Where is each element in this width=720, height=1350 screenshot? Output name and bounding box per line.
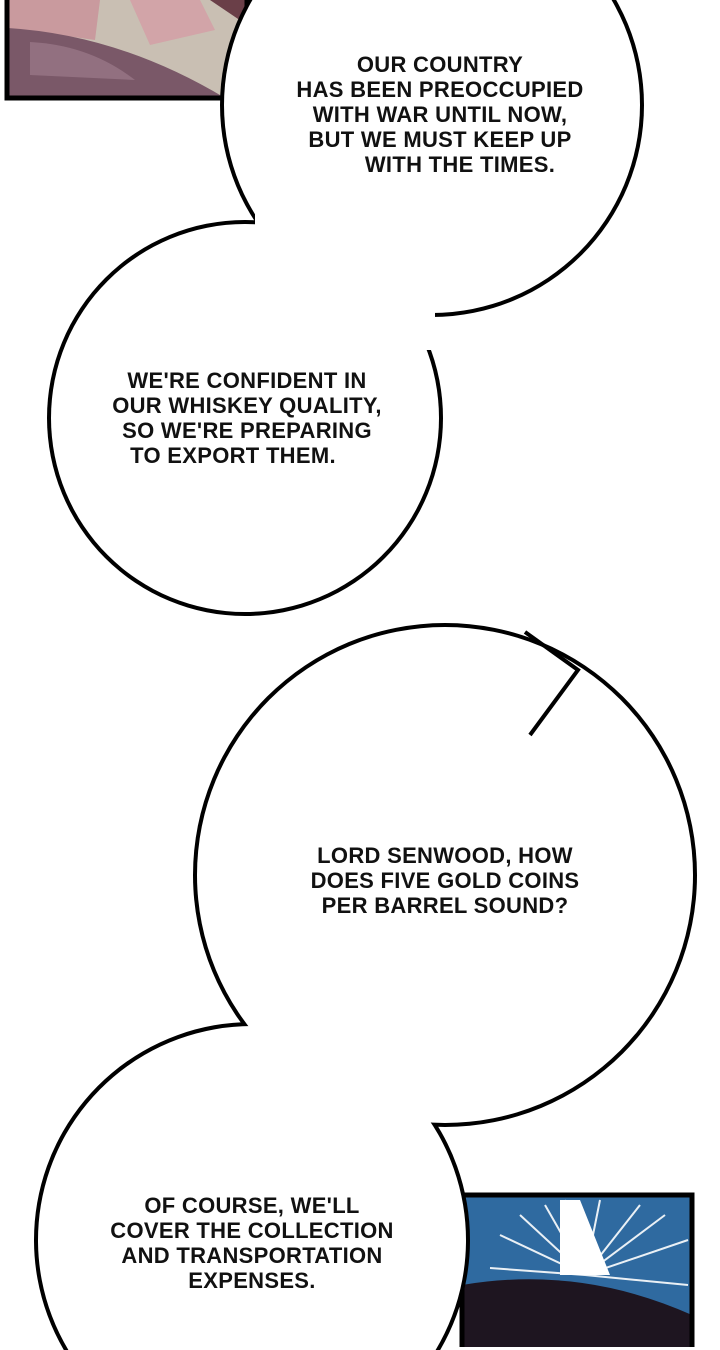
bottom-panel — [459, 1192, 695, 1347]
dialogue-line: LORD SENWOOD, HOW — [317, 843, 573, 868]
dialogue-line: PER BARREL SOUND? — [322, 893, 569, 918]
dialogue-line: AND TRANSPORTATION — [121, 1243, 382, 1268]
dialogue-line: COVER THE COLLECTION — [110, 1218, 393, 1243]
top-panel — [4, 0, 250, 101]
speech-bubbles — [34, 0, 697, 1350]
dialogue-line: OF COURSE, WE'LL — [144, 1193, 359, 1218]
dialogue-line: OUR COUNTRY — [357, 52, 523, 77]
bubble-1-text: OUR COUNTRY HAS BEEN PREOCCUPIED WITH WA… — [296, 52, 583, 177]
dialogue-line: WITH WAR UNTIL NOW, — [313, 102, 568, 127]
dialogue-line: WITH THE TIMES. — [365, 152, 555, 177]
dialogue-line: EXPENSES. — [188, 1268, 315, 1293]
dialogue-line: OUR WHISKEY QUALITY, — [112, 393, 382, 418]
bubble-4-text: OF COURSE, WE'LL COVER THE COLLECTION AN… — [110, 1193, 393, 1293]
dialogue-line: BUT WE MUST KEEP UP — [308, 127, 571, 152]
dialogue-line: TO EXPORT THEM. — [130, 443, 336, 468]
bubble-3-text: LORD SENWOOD, HOW DOES FIVE GOLD COINS P… — [311, 843, 580, 918]
dialogue-line: DOES FIVE GOLD COINS — [311, 868, 580, 893]
dialogue-line: WE'RE CONFIDENT IN — [127, 368, 366, 393]
dialogue-line: SO WE'RE PREPARING — [122, 418, 372, 443]
dialogue-line: HAS BEEN PREOCCUPIED — [296, 77, 583, 102]
bubble-2-text: WE'RE CONFIDENT IN OUR WHISKEY QUALITY, … — [112, 368, 382, 468]
bubble-tail — [520, 670, 578, 732]
